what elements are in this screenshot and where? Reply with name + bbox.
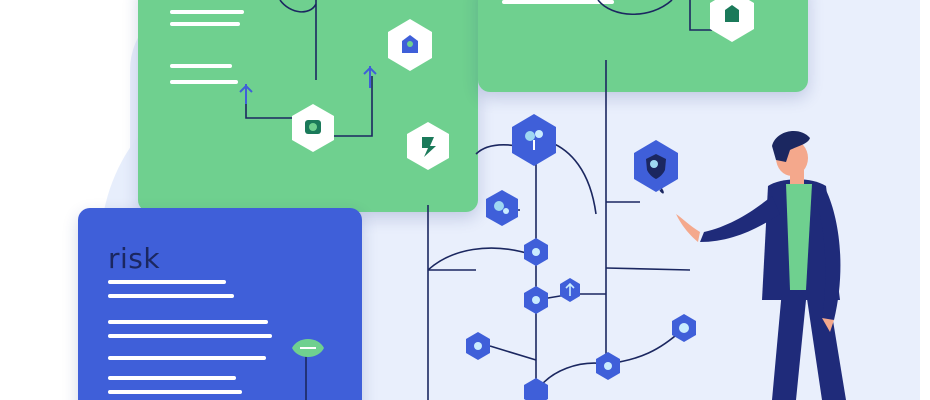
card-text-line [108,320,268,324]
card-text-line [170,10,244,14]
plant-icon [512,114,556,166]
tree-connectors [305,60,691,400]
card-text-line [108,294,234,298]
leaf-icon [710,0,754,42]
bug-icon [524,238,548,266]
gear-icon [407,122,449,170]
bug-icon [524,378,548,400]
shield-icon [634,140,678,192]
card-text-line [170,22,240,26]
bug-icon [524,286,548,314]
sprout-icon [239,66,377,104]
card-text-line [108,376,236,380]
ecosystem-icon [388,19,432,71]
risk-card-title: risk [108,242,161,275]
card-text-line [170,64,232,68]
person-figure [676,131,846,400]
plant-icon [292,339,324,357]
tree-icon [292,104,334,152]
sprout-icon [560,278,580,302]
card-text-line [170,80,238,84]
card-text-line [108,390,242,394]
card-text-line [108,280,226,284]
card-text-line [108,356,266,360]
card-text-line [108,334,272,338]
card-text-line [502,0,614,4]
flower-icon [486,190,518,226]
risk-card [78,208,362,400]
flower-icon [466,332,490,360]
plant-icon [596,352,620,380]
bug-icon [672,314,696,342]
